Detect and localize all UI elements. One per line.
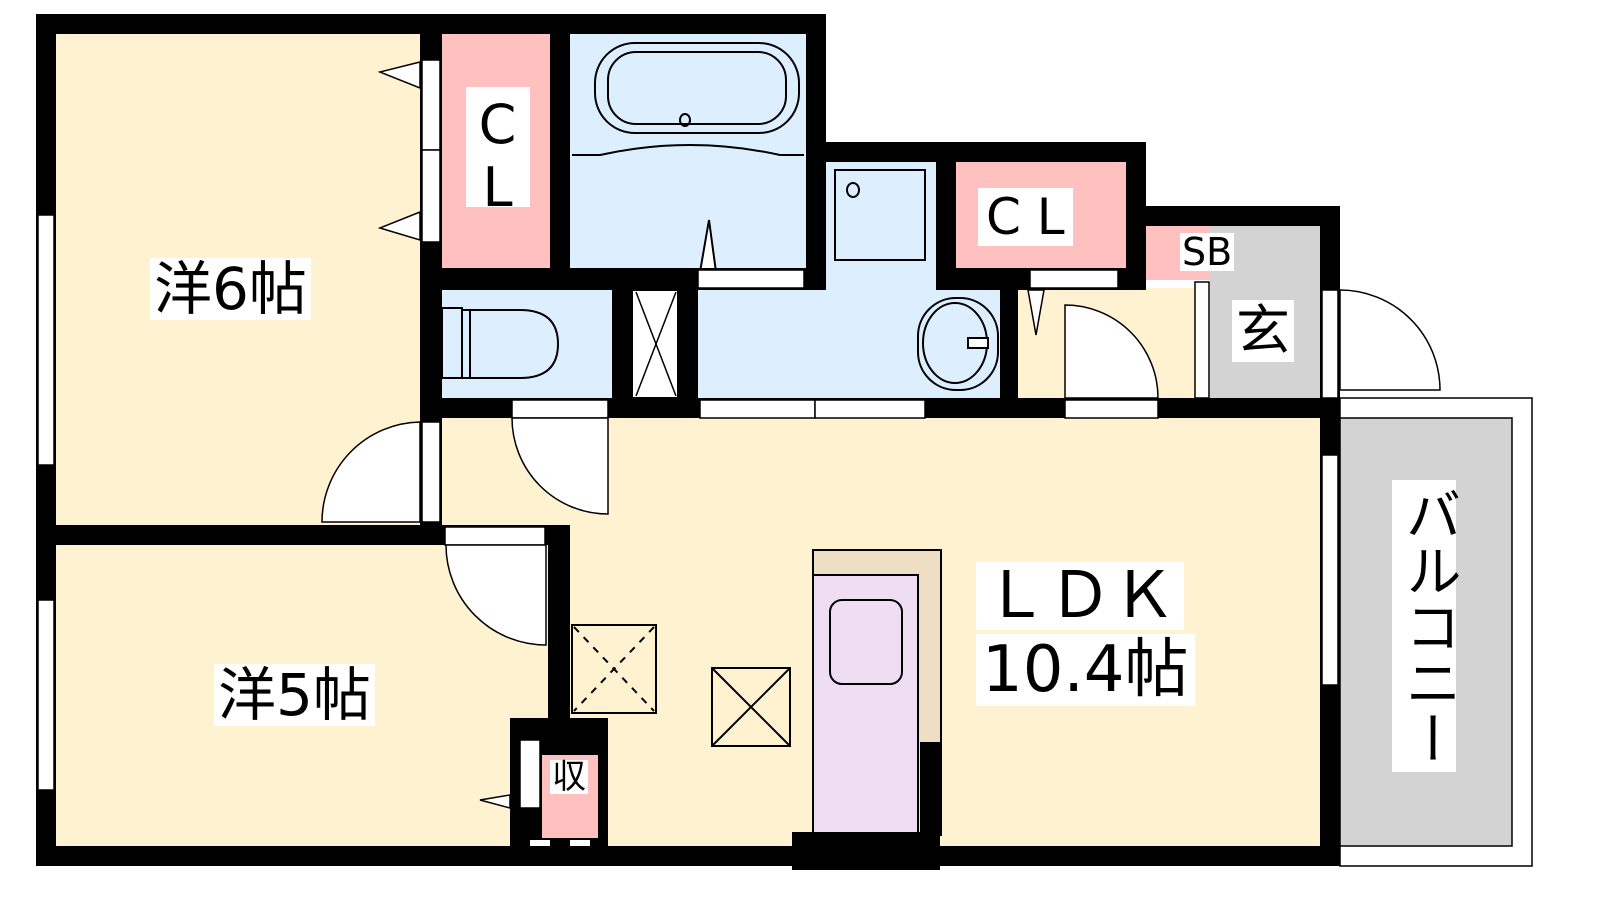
room-label-storage: 収 <box>550 757 588 797</box>
room-label-western-5: 洋5帖 <box>214 664 375 726</box>
room-label-closet-1: CL <box>466 87 530 219</box>
room-label-balcony: バルコニー <box>1392 480 1461 772</box>
storage-hatch <box>571 624 657 714</box>
washbasin <box>917 297 999 391</box>
bathtub <box>594 42 800 134</box>
room-label-ldk-size: 10.4帖 <box>976 634 1195 706</box>
room-label-closet-2: C L <box>978 188 1073 246</box>
room-label-western-6: 洋6帖 <box>150 258 311 320</box>
room-label-shoe-box: SB <box>1180 230 1235 274</box>
washroom-floor-2 <box>698 288 1000 398</box>
kitchen-sink <box>829 599 903 685</box>
floors <box>56 34 1533 867</box>
toilet-floor <box>442 290 612 398</box>
refrigerator-space <box>711 667 791 747</box>
fixtures <box>441 42 999 836</box>
washroom-floor <box>826 162 936 292</box>
openings <box>37 59 1441 846</box>
washing-machine-pan <box>834 169 926 261</box>
room-label-entrance: 玄 <box>1232 300 1294 362</box>
room-label-ldk: ＬＤＫ <box>976 562 1184 630</box>
bath-floor <box>570 34 806 270</box>
